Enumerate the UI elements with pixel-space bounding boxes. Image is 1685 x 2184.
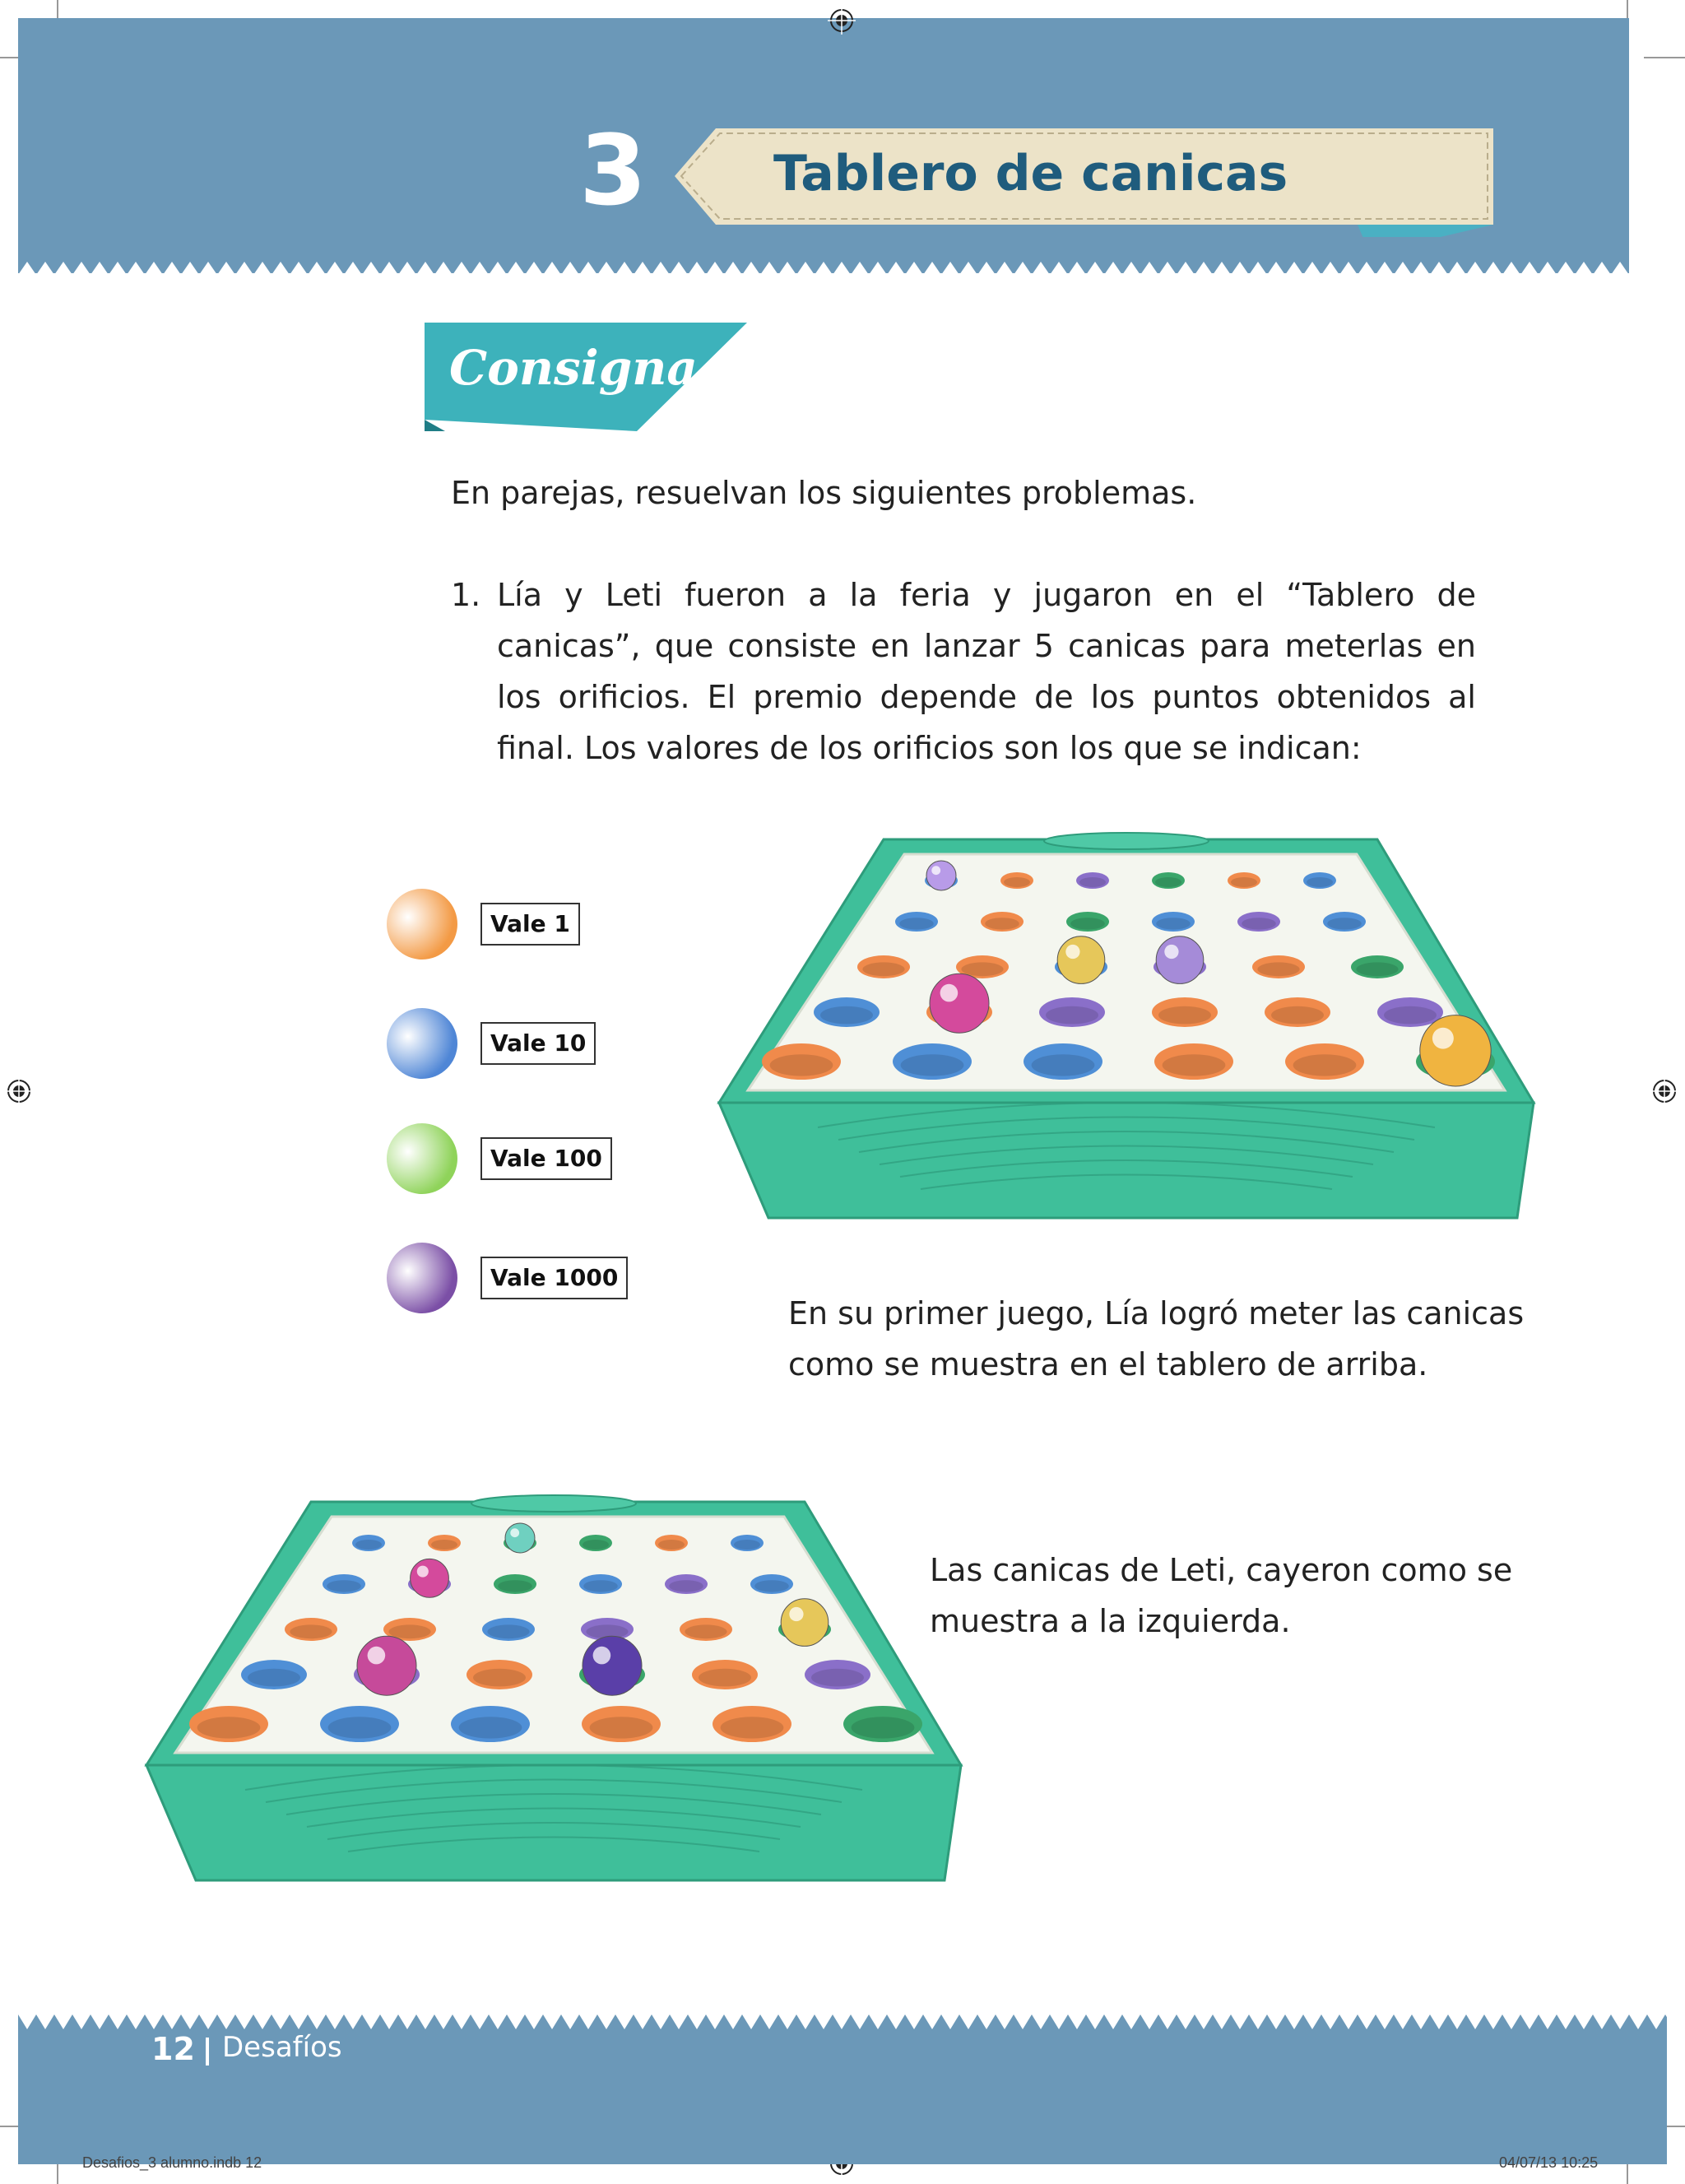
legend-label: Vale 10: [480, 1022, 596, 1065]
page-number: 12: [151, 2031, 195, 2067]
intro-text: En parejas, resuelvan los siguientes pro…: [451, 475, 1197, 511]
legend-ball: [387, 1243, 457, 1313]
footer-band: [18, 2014, 1667, 2164]
print-date-info: 04/07/13 10:25: [1499, 2154, 1599, 2171]
lesson-number: 3: [578, 114, 648, 227]
problem-number: 1.: [451, 577, 481, 613]
marble-board-leti: [144, 1494, 963, 1882]
legend-label: Vale 1: [480, 903, 580, 946]
print-file-info: Desafios_3 alumno.indb 12: [82, 2154, 262, 2171]
legend-label: Vale 100: [480, 1137, 612, 1180]
legend-label: Vale 1000: [480, 1257, 629, 1299]
registration-mark-left: [5, 1077, 33, 1105]
header-zigzag: [18, 262, 1629, 275]
registration-mark-top: [828, 7, 856, 35]
leti-description: Las canicas de Leti, cayeron como se mue…: [930, 1552, 1513, 1639]
legend-ball: [387, 1123, 457, 1194]
consigna-banner: [425, 323, 747, 431]
title-ribbon: [675, 128, 1493, 237]
footer-zigzag: [18, 2014, 1667, 2029]
legend-ball: [387, 1008, 457, 1079]
problem-text: Lía y Leti fueron a la feria y jugaron e…: [497, 577, 1476, 766]
registration-mark-right: [1650, 1077, 1678, 1105]
footer-label: Desafíos: [222, 2031, 342, 2064]
section-label: Consigna: [449, 340, 699, 396]
legend-ball: [387, 889, 457, 960]
lia-description: En su primer juego, Lía logró meter las …: [788, 1295, 1525, 1382]
footer-divider: [206, 2038, 209, 2066]
marble-board-lia: [717, 832, 1536, 1220]
page-title: Tablero de canicas: [773, 145, 1288, 202]
